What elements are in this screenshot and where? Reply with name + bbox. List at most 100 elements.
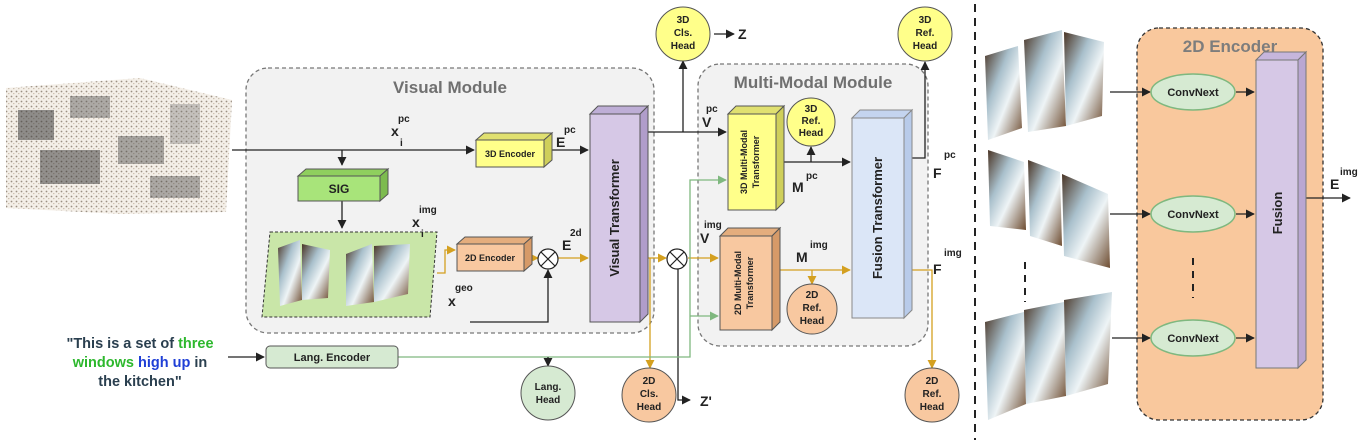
var-e-pc: pc E xyxy=(556,125,576,150)
multiply-node-2 xyxy=(666,248,688,270)
caption-span: three xyxy=(178,336,213,352)
caption-span: the kitchen" xyxy=(98,374,181,390)
fusion-transformer-label: Fusion Transformer xyxy=(870,157,885,279)
head-text: Head xyxy=(913,41,937,52)
lang-head: Lang. Head xyxy=(520,365,576,421)
convnext-label: ConvNext xyxy=(1167,209,1219,221)
convnext-node-1: ConvNext xyxy=(1150,73,1236,111)
3d-multimodal-transformer-block: 3D Multi-Modal Transformer xyxy=(726,104,786,212)
multiply-node-1 xyxy=(537,248,559,270)
window-view-3 xyxy=(985,292,1112,420)
var-sup: img xyxy=(810,240,828,251)
var-sup: img xyxy=(1340,167,1358,178)
visual-transformer-block: Visual Transformer xyxy=(588,104,650,324)
sig-label: SIG xyxy=(329,182,350,196)
multimodal-module-title: Multi-Modal Module xyxy=(734,73,893,92)
2d-multimodal-label-line1: 2D Multi-Modal xyxy=(733,251,743,315)
convnext-label: ConvNext xyxy=(1167,87,1219,99)
convnext-label: ConvNext xyxy=(1167,333,1219,345)
head-text: Ref. xyxy=(803,303,822,314)
head-text: Ref. xyxy=(802,116,821,127)
fusion-transformer-block: Fusion Transformer xyxy=(850,108,914,320)
var-e-2d: 2d E xyxy=(562,228,582,253)
output-z-prime: Z' xyxy=(700,393,712,409)
convnext-node-3: ConvNext xyxy=(1150,319,1236,357)
2d-encoder-detail-title: 2D Encoder xyxy=(1183,37,1278,56)
2d-multimodal-transformer-block: 2D Multi-Modal Transformer xyxy=(718,226,782,332)
var-base: E xyxy=(1330,176,1339,192)
head-text: Lang. xyxy=(535,382,562,393)
fusion-block: Fusion xyxy=(1254,50,1308,370)
visual-module-title: Visual Module xyxy=(393,78,507,97)
caption-span: windows xyxy=(72,355,138,371)
head-text: Head xyxy=(536,395,560,406)
var-f-pc: pc F xyxy=(933,150,956,181)
caption-span: in xyxy=(190,355,207,371)
var-sup: pc xyxy=(706,104,718,115)
var-sup: img xyxy=(704,220,722,231)
window-crops-image xyxy=(261,231,438,318)
head-text: 3D xyxy=(677,15,690,26)
var-sup: geo xyxy=(455,283,473,294)
var-base: x xyxy=(448,293,456,309)
var-sup: img xyxy=(944,248,962,259)
head-text: Head xyxy=(799,128,823,139)
2d-cls-head: 2D Cls. Head xyxy=(621,367,677,423)
window-view-1 xyxy=(985,30,1104,140)
head-text: Head xyxy=(671,41,695,52)
var-x-geo: geo x xyxy=(448,283,473,309)
fusion-label: Fusion xyxy=(1270,192,1285,235)
var-base: x xyxy=(391,123,399,139)
var-base: M xyxy=(796,249,808,265)
lang-encoder-label: Lang. Encoder xyxy=(294,352,371,364)
head-text: Ref. xyxy=(916,28,935,39)
head-text: Cls. xyxy=(640,389,659,400)
var-m-img: img M xyxy=(796,240,828,265)
var-x-pc: pc x i xyxy=(391,114,410,149)
head-text: 3D xyxy=(919,15,932,26)
3d-multimodal-label-line2: Transformer xyxy=(751,135,761,188)
var-m-pc: pc M xyxy=(792,171,818,195)
var-base: F xyxy=(933,165,942,181)
lang-encoder-block: Lang. Encoder xyxy=(265,345,399,369)
2d-encoder-block: 2D Encoder xyxy=(455,235,534,273)
caption-span: "This is a set of xyxy=(66,336,178,352)
caption-line-3: the kitchen" xyxy=(98,374,181,390)
var-f-img: img F xyxy=(933,248,962,277)
var-sub: i xyxy=(400,138,403,149)
head-text: Head xyxy=(637,402,661,413)
3d-encoder-label: 3D Encoder xyxy=(485,149,536,159)
var-base: E xyxy=(562,237,571,253)
2d-ref-head-mid: 2D Ref. Head xyxy=(786,283,838,335)
3d-multimodal-label-line1: 3D Multi-Modal xyxy=(739,130,749,194)
var-base: M xyxy=(792,179,804,195)
head-text: Head xyxy=(920,402,944,413)
caption-span: high up xyxy=(138,355,190,371)
2d-ref-head-bottom: 2D Ref. Head xyxy=(904,367,960,423)
output-z: Z xyxy=(738,26,747,42)
head-text: 3D xyxy=(805,104,818,115)
3d-ref-head-mid: 3D Ref. Head xyxy=(786,97,836,147)
2d-encoder-label: 2D Encoder xyxy=(465,253,516,263)
3d-ref-head-top: 3D Ref. Head xyxy=(897,6,953,62)
var-x-img: img x i xyxy=(412,205,437,240)
language-query-caption: "This is a set of three windows high up … xyxy=(66,336,213,390)
var-e-img: img E xyxy=(1330,167,1358,192)
caption-line-2: windows high up in xyxy=(72,355,208,371)
var-base: E xyxy=(556,134,565,150)
var-base: F xyxy=(933,261,942,277)
head-text: Head xyxy=(800,316,824,327)
3d-encoder-block: 3D Encoder xyxy=(474,131,554,169)
var-base: V xyxy=(700,230,710,246)
var-sup: img xyxy=(419,205,437,216)
var-v-img: img V xyxy=(700,220,722,246)
convnext-node-2: ConvNext xyxy=(1150,195,1236,233)
3d-cls-head: 3D Cls. Head xyxy=(655,6,711,62)
caption-line-1: "This is a set of three xyxy=(66,336,213,352)
head-text: Ref. xyxy=(923,389,942,400)
head-text: 2D xyxy=(926,376,939,387)
point-cloud-image xyxy=(6,78,232,214)
head-text: 2D xyxy=(806,290,819,301)
var-sup: pc xyxy=(564,125,576,136)
